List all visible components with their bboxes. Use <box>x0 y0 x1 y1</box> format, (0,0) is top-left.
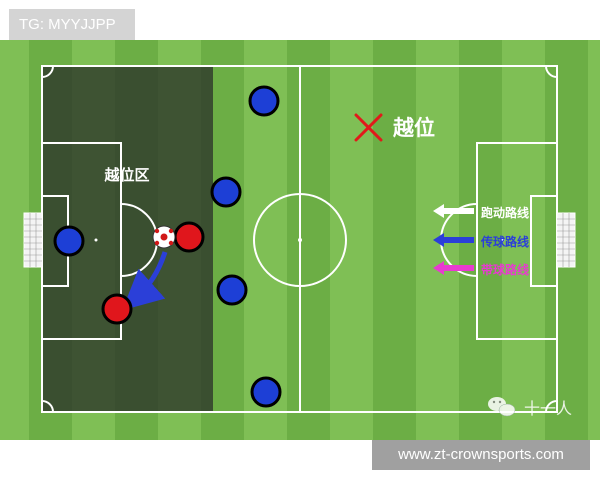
route-legend: 跑动路线 传球路线 带球路线 <box>433 204 529 277</box>
legend-item-run: 跑动路线 <box>433 204 529 220</box>
blue-player <box>216 274 248 306</box>
left-penalty-spot <box>94 238 98 242</box>
blue-player <box>250 376 282 408</box>
corner-arc-tr <box>545 65 558 78</box>
run-route-arrow-icon <box>433 204 474 218</box>
website-tag: www.zt-crownsports.com <box>372 440 590 470</box>
wechat-icon <box>488 397 516 417</box>
corner-arc-br <box>545 400 558 413</box>
red-player <box>173 221 205 253</box>
pitch-stripe <box>287 40 330 440</box>
legend-label-pass: 传球路线 <box>480 234 529 249</box>
pitch-stripe <box>373 40 416 440</box>
legend-label-run: 跑动路线 <box>481 205 529 220</box>
legend-item-pass: 传球路线 <box>433 233 529 249</box>
soccer-ball-icon <box>152 225 176 249</box>
offside-zone-label: 越位区 <box>103 166 149 184</box>
red-players <box>101 221 205 325</box>
blue-player <box>248 85 280 117</box>
center-spot <box>298 238 302 242</box>
dribble-route-arrow-icon <box>433 261 474 275</box>
legend-item-dribble: 带球路线 <box>433 261 529 277</box>
legend-label-dribble: 带球路线 <box>481 262 529 277</box>
center-circle <box>253 193 347 287</box>
watermark-text: 十一人 <box>524 399 572 418</box>
blue-players <box>53 85 282 408</box>
corner-arc-tl <box>41 65 54 78</box>
red-player <box>101 293 133 325</box>
pass-route-arrow-icon <box>433 233 474 247</box>
right-penalty-spot <box>501 238 505 242</box>
right-goal <box>556 212 576 268</box>
blue-player <box>53 225 85 257</box>
left-goal <box>23 212 43 268</box>
blue-player <box>210 176 242 208</box>
top-tag: TG: MYYJJPP <box>9 9 135 40</box>
blue-route-arrow <box>122 251 168 311</box>
corner-arc-bl <box>41 400 54 413</box>
offside-x-icon <box>354 113 383 142</box>
offside-mark-label: 越位 <box>392 116 435 140</box>
